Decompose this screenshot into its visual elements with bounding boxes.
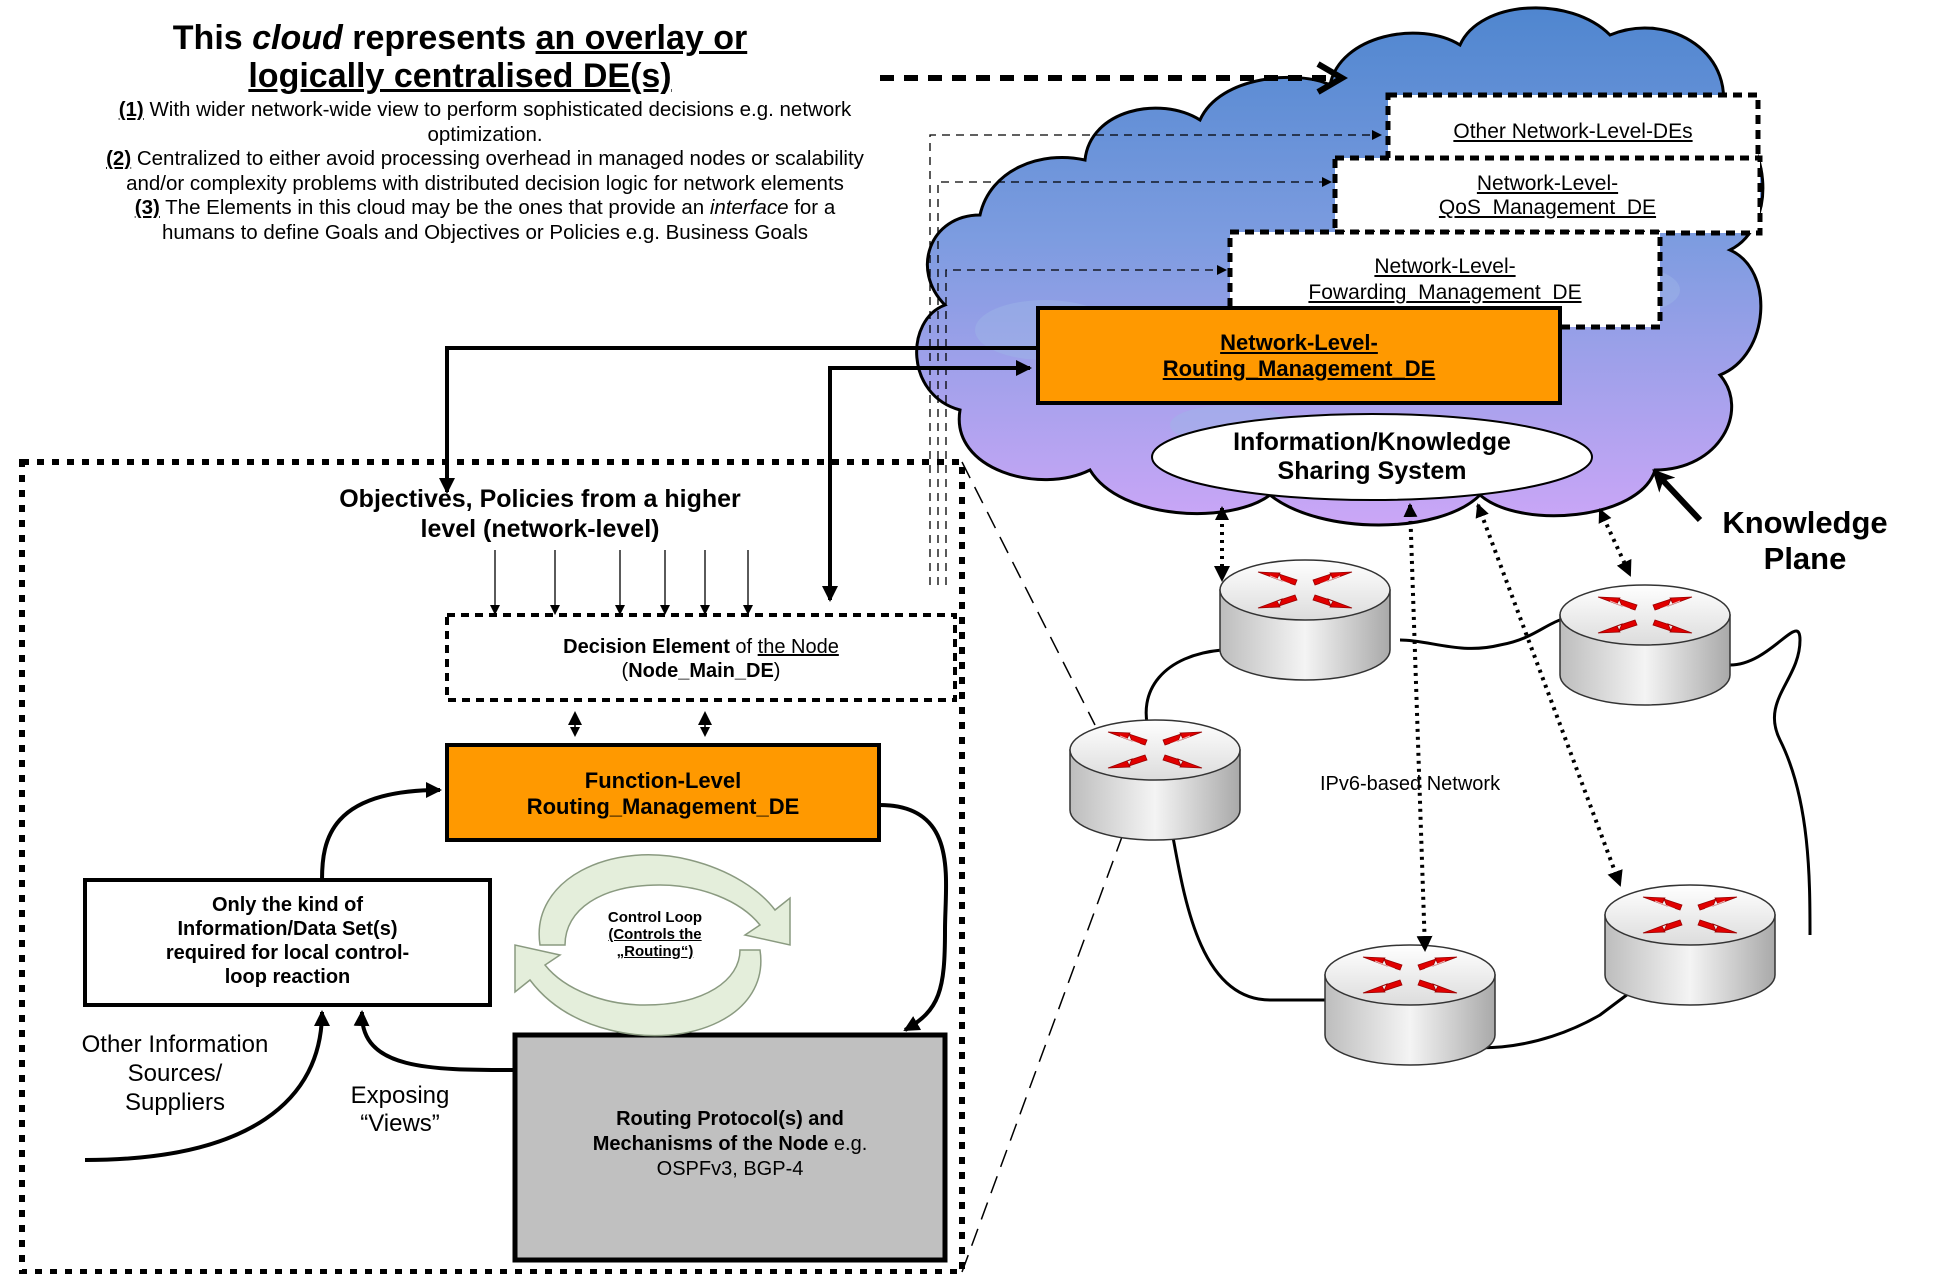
exposing-views-label: Exposing“Views” — [350, 1082, 450, 1137]
node-decision-element-label: Decision Element of the Node (Node_Main_… — [563, 636, 839, 682]
forwarding-de-label: Network-Level-Fowarding_Management_DE — [1308, 255, 1582, 304]
function-routing-de-box[interactable] — [445, 743, 881, 842]
notes-block: (1) With wider network-wide view to perf… — [105, 98, 865, 245]
title-line1: This cloud represents an overlay or — [172, 19, 748, 57]
node-decision-element-box[interactable] — [445, 613, 957, 702]
title-line2: logically centralised DE(s) — [248, 57, 672, 95]
control-loop-label: Control Loop (Controls the „Routing“) — [607, 909, 703, 960]
qos-de-label: Network-Level-QoS_Management_DE — [1438, 172, 1657, 219]
knowledge-plane-arrow — [1652, 469, 1703, 523]
note-2: (2) Centralized to either avoid processi… — [106, 147, 864, 195]
control-loop-icon — [514, 854, 791, 1037]
node-boundary — [19, 459, 965, 1274]
qos-de-box[interactable] — [1332, 155, 1763, 236]
note-1: (1) With wider network-wide view to perf… — [118, 98, 852, 146]
knowledge-sharing-ellipse[interactable] — [1151, 413, 1593, 501]
info-dataset-box[interactable] — [83, 878, 492, 1007]
routing-protocol-label: Routing Protocol(s) and Mechanisms of th… — [592, 1108, 868, 1180]
other-des-label: Other Network-Level-DEs — [1453, 120, 1693, 143]
routing-protocol-box[interactable] — [512, 1032, 948, 1263]
network-routing-de-label: Network-Level-Routing_Management_DE — [1162, 330, 1436, 381]
note-3: (3) The Elements in this cloud may be th… — [134, 196, 836, 244]
network-label: IPv6-based Network — [1320, 773, 1501, 795]
network-routing-de-box[interactable] — [1036, 306, 1562, 405]
